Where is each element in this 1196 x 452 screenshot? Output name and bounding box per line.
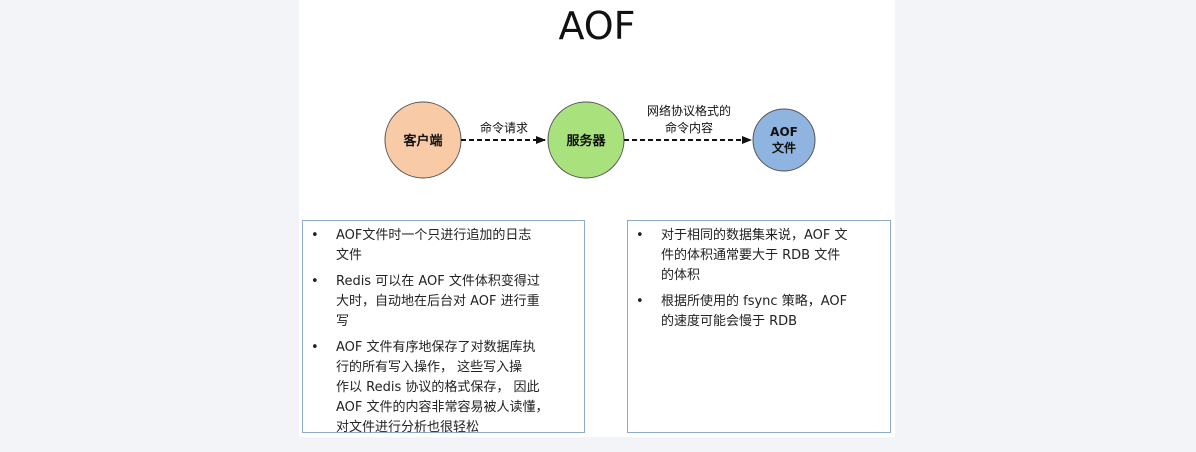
bullet: • (636, 294, 644, 309)
aof-features-box: • AOF文件时一个只进行追加的日志 文件 • Redis 可以在 AOF 文件… (302, 220, 585, 435)
edge-label-protocol-line2: 命令内容 (665, 120, 713, 135)
bullet: • (311, 340, 319, 355)
list-item: • 对于相同的数据集来说，AOF 文 件的体积通常要大于 RDB 文件 的体积 (636, 228, 848, 283)
aof-file-node-label-line2: 文件 (772, 140, 796, 155)
server-node-label: 服务器 (566, 133, 606, 149)
bullet: • (636, 228, 644, 243)
list-item: • AOF文件时一个只进行追加的日志 文件 (311, 228, 532, 263)
page-title: AOF (558, 4, 636, 48)
aof-file-node-label-line1: AOF (770, 125, 798, 139)
aof-file-node (752, 108, 816, 172)
bullet: • (311, 228, 319, 243)
edge-label-command-request: 命令请求 (480, 120, 528, 135)
list-item: • 根据所使用的 fsync 策略，AOF 的速度可能会慢于 RDB (636, 294, 848, 329)
list-item: • Redis 可以在 AOF 文件体积变得过 大时，自动地在后台对 AOF 进… (311, 274, 540, 329)
list-item: • AOF 文件有序地保存了对数据库执 行的所有写入操作， 这些写入操 作以 R… (311, 340, 549, 435)
aof-flow-diagram: 客户端 命令请求 服务器 网络协议格式的 命令内容 AOF 文件 (384, 101, 816, 179)
aof-drawbacks-box: • 对于相同的数据集来说，AOF 文 件的体积通常要大于 RDB 文件 的体积 … (627, 220, 891, 433)
bullet: • (311, 274, 319, 289)
aof-features-list: • AOF文件时一个只进行追加的日志 文件 • Redis 可以在 AOF 文件… (303, 221, 584, 438)
client-node-label: 客户端 (403, 133, 442, 149)
aof-drawbacks-list: • 对于相同的数据集来说，AOF 文 件的体积通常要大于 RDB 文件 的体积 … (628, 221, 890, 332)
edge-label-protocol-line1: 网络协议格式的 (647, 103, 731, 118)
slide: AOF 客户端 命令请求 服务器 网络协议格式的 命令内容 AOF 文件 • A… (299, 0, 895, 437)
